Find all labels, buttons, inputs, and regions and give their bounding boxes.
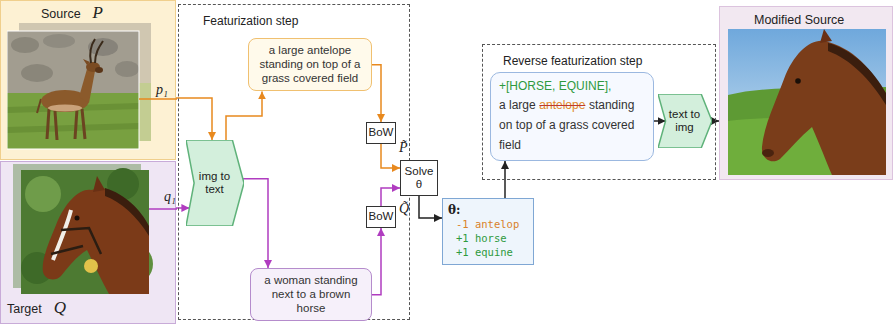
node-text: BoW xyxy=(369,126,394,139)
featurization-region: Featurization step img to text a large ant… xyxy=(178,4,410,320)
node-text: -1 antelop xyxy=(448,217,528,231)
reverse-featurization-region: Reverse featurization step +[HORSE, EQUIN… xyxy=(482,44,716,180)
text-block: img to text xyxy=(195,170,234,196)
node-text: +[HORSE, EQUINE], xyxy=(499,79,645,94)
text-block: Solve θ xyxy=(403,165,435,191)
edited-prompt-box: +[HORSE, EQUINE],a largeantelopestanding… xyxy=(490,72,654,161)
connector xyxy=(372,228,381,295)
text-block: BoW xyxy=(369,126,394,139)
generated-horse-photo xyxy=(728,29,886,175)
node-text: Reverse featurization step xyxy=(503,54,642,68)
target-caption: a woman standing next to a brown horse xyxy=(250,268,372,321)
node-text: Solve θ xyxy=(403,165,435,191)
connector xyxy=(654,120,666,122)
node-text: Modified Source xyxy=(754,13,844,27)
source-sample-label: p₁ xyxy=(156,82,168,97)
text-block: a large antelope standing on top of a gr… xyxy=(255,44,365,85)
title-row: Reverse featurization step xyxy=(503,51,642,69)
node-text: a woman standing next to a brown horse xyxy=(257,274,365,315)
node-text: P xyxy=(93,3,103,22)
node-text: a large antelope standing on top of a gr… xyxy=(255,44,365,85)
title-row: Source P xyxy=(41,3,103,23)
node-text: BoW xyxy=(369,210,394,223)
connector xyxy=(226,91,262,140)
connector xyxy=(419,196,442,218)
text-block: BoW xyxy=(369,210,394,223)
target-sample-label: q₁ xyxy=(164,189,176,204)
connector xyxy=(176,98,212,140)
source-panel: Source P xyxy=(0,0,176,160)
title-row: Featurization step xyxy=(203,11,298,29)
node-text: Target xyxy=(7,302,42,316)
source-features-label: P̃ xyxy=(399,140,408,155)
solve-box: Solve θ xyxy=(400,160,438,196)
text-block: a woman standing next to a brown horse xyxy=(257,274,365,315)
node-text: Q xyxy=(54,298,66,317)
text-block: θ:-1 antelop+1 horse+1 equine xyxy=(448,203,528,260)
connector xyxy=(243,179,268,268)
text-block: text to img xyxy=(667,108,702,134)
antelope-photo xyxy=(7,23,177,153)
label-holder: P̃ xyxy=(399,138,408,156)
node-text: Source xyxy=(41,7,81,21)
node-text: θ: xyxy=(448,203,528,217)
target-features-label: Q̃ xyxy=(399,201,409,216)
node-text: a large xyxy=(499,98,536,112)
horse-photo xyxy=(13,164,177,300)
node-text: +1 horse xyxy=(448,231,528,245)
connector xyxy=(381,188,400,206)
source-caption: a large antelope standing on top of a gr… xyxy=(248,38,372,91)
node-text: +1 equine xyxy=(448,245,528,259)
node-text: text to img xyxy=(667,108,702,134)
bow-box: BoW xyxy=(366,122,396,144)
target-panel: Target Q xyxy=(0,161,176,324)
node-text: img to text xyxy=(195,170,234,196)
prompt-text: +[HORSE, EQUINE],a largeantelopestanding… xyxy=(499,79,645,154)
title-row: Target Q xyxy=(7,298,66,318)
label-holder: Q̃ xyxy=(399,199,409,217)
label-holder: q₁ xyxy=(164,187,176,205)
text-to-img-model: text to img xyxy=(658,94,712,148)
modified-source-panel: Modified Source xyxy=(719,6,893,180)
connector xyxy=(381,144,400,168)
node-text: antelope xyxy=(539,98,585,112)
theta-box: θ:-1 antelop+1 horse+1 equine xyxy=(442,198,534,265)
label-holder: p₁ xyxy=(156,80,168,98)
connector xyxy=(372,65,381,122)
model-arrow-outline xyxy=(658,94,712,148)
img-to-text-model: img to text xyxy=(186,140,244,226)
model-arrow-outline xyxy=(186,140,244,226)
title-row: Modified Source xyxy=(754,10,844,28)
bow-box: BoW xyxy=(366,206,396,228)
node-text: Featurization step xyxy=(203,14,298,28)
